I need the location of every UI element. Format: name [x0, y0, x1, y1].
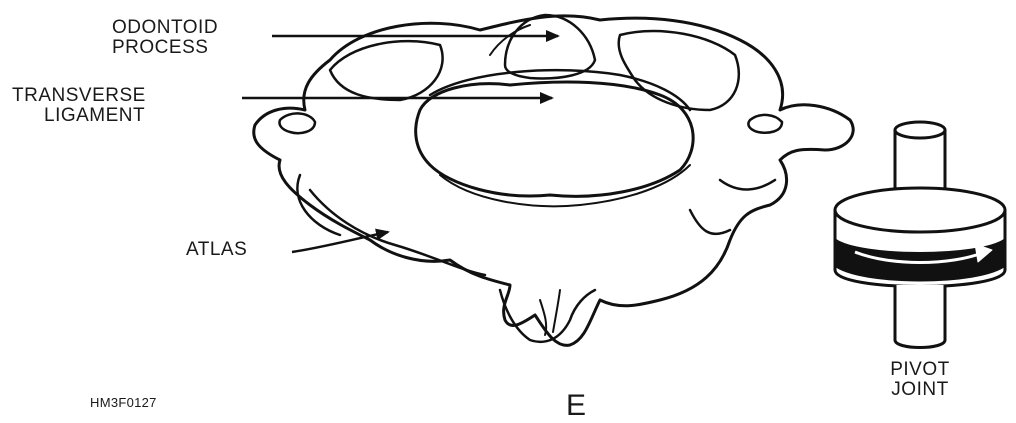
pivot-line1: PIVOT [855, 360, 985, 380]
pivot-joint-icon [835, 122, 1005, 348]
pivot-joint-label: PIVOT JOINT [855, 360, 985, 400]
panel-letter: E [566, 390, 587, 422]
odontoid-process-label: ODONTOID PROCESS [112, 18, 218, 58]
leader-arrows [242, 36, 558, 252]
pivot-line2: JOINT [855, 380, 985, 400]
transverse-line2: LIGAMENT [12, 106, 146, 126]
transverse-ligament-label: TRANSVERSE LIGAMENT [12, 86, 146, 126]
odontoid-line2: PROCESS [112, 38, 218, 58]
odontoid-line1: ODONTOID [112, 18, 218, 38]
atlas-vertebra [254, 15, 853, 345]
figure-code: HM3F0127 [90, 396, 157, 410]
atlas-label: ATLAS [186, 240, 247, 260]
transverse-line1: TRANSVERSE [12, 86, 146, 106]
